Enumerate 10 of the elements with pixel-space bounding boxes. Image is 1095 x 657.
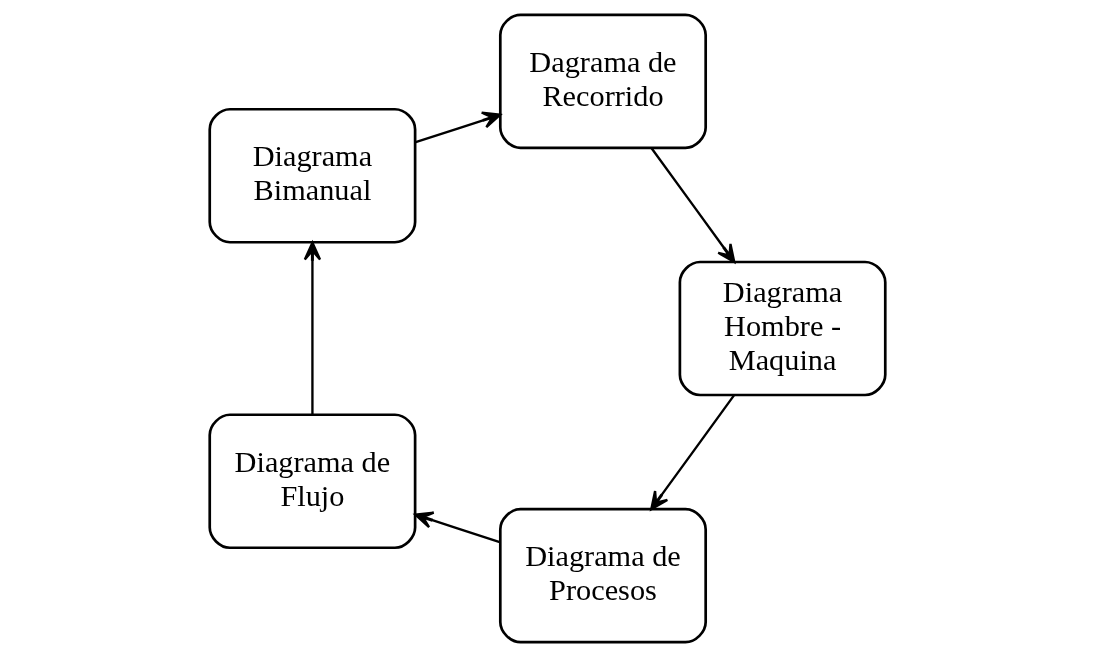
arrow (650, 147, 736, 264)
node-box: Diagrama de Procesos (498, 507, 708, 644)
arrow (415, 111, 502, 144)
node-box: Diagrama Hombre - Maquina (678, 260, 887, 397)
arrow (650, 394, 735, 511)
arrow (414, 511, 501, 544)
node-box: Diagrama Bimanual (208, 107, 417, 244)
node-box: Dagrama de Recorrido (498, 13, 708, 150)
node-box: Diagrama de Flujo (208, 413, 417, 550)
arrow (303, 241, 322, 415)
